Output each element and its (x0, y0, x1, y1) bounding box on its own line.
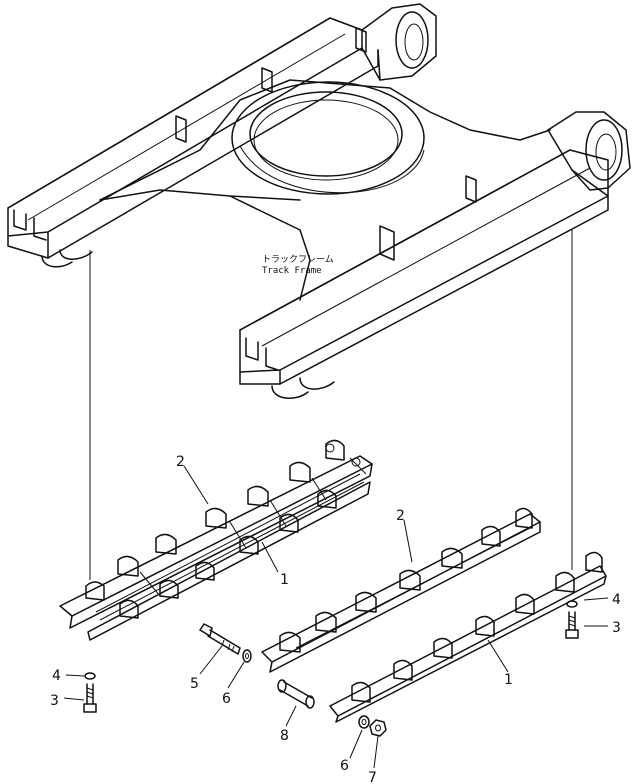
nut (369, 719, 387, 737)
frame-label-en: Track Frame (262, 266, 322, 276)
bolt-left (83, 683, 97, 713)
washer-b (358, 715, 370, 729)
track-guard-right (261, 513, 607, 723)
callout-nut: 7 (368, 770, 377, 784)
track-guard-left (59, 455, 373, 641)
bolt-right (565, 611, 579, 639)
washer-right (566, 600, 578, 608)
guard-cross-rods-left (139, 443, 367, 597)
callout-bolt-long: 5 (190, 676, 199, 692)
callout-bracket-right: 2 (396, 508, 405, 524)
bolt-long (199, 623, 241, 655)
callout-washer-right: 4 (612, 592, 621, 608)
callout-washer-left: 4 (52, 668, 61, 684)
callout-spacer: 8 (280, 728, 289, 744)
frame-label-jp: トラックフレーム (262, 254, 334, 265)
guard-brackets-left (85, 439, 345, 619)
callout-bolt-left: 3 (50, 693, 59, 709)
callout-bolt-right: 3 (612, 620, 621, 636)
callout-guard-right: 1 (504, 672, 513, 688)
leader-lines (63, 465, 609, 769)
track-frame (7, 3, 631, 399)
washer-a (242, 649, 252, 663)
spacer (277, 679, 315, 709)
callout-washer-a: 6 (222, 691, 231, 707)
callout-guard-left: 1 (280, 572, 289, 588)
washer-left (84, 672, 96, 680)
callout-washer-b: 6 (340, 758, 349, 774)
callout-bracket-left: 2 (176, 454, 185, 470)
guard-brackets-right (279, 507, 603, 703)
